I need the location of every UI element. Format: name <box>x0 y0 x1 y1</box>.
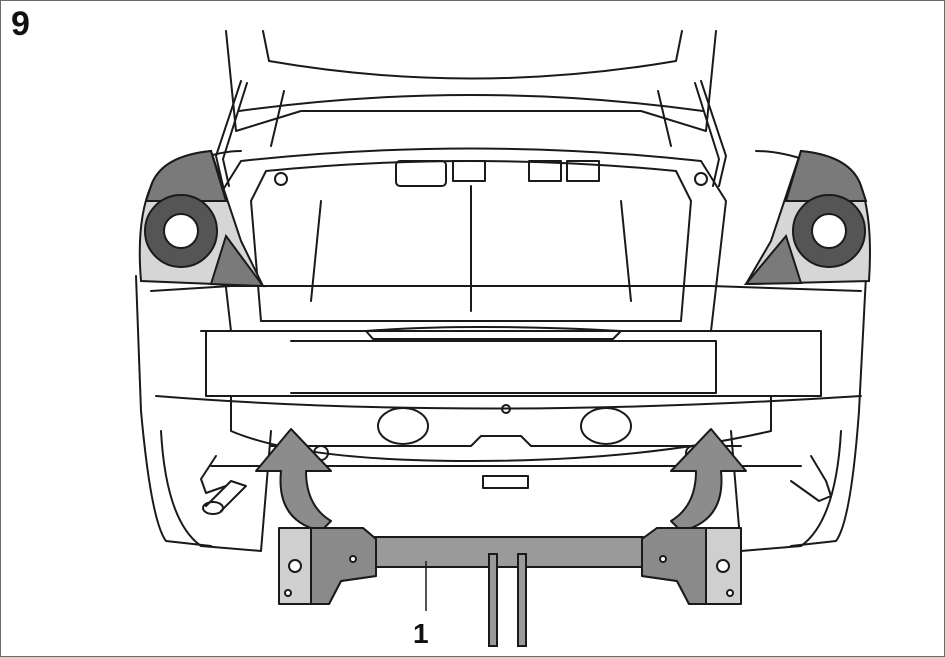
lid-struts <box>215 80 727 187</box>
left-taillight <box>138 149 266 288</box>
wheels <box>160 430 842 552</box>
center-stays <box>488 553 527 647</box>
trunk-opening <box>215 147 727 340</box>
exhaust-pipe <box>202 480 247 515</box>
install-arrows <box>255 428 747 532</box>
step-number: 9 <box>11 5 30 43</box>
mounting-brackets <box>200 455 832 502</box>
right-taillight <box>743 149 871 286</box>
left-install-arrow <box>255 428 332 532</box>
rear-bumper <box>155 330 862 410</box>
right-install-arrow <box>670 428 747 532</box>
callout-label: 1 <box>413 618 429 649</box>
crossmember-tube <box>370 536 644 568</box>
callout-1: 1 <box>413 561 429 649</box>
tow-bar-crossmember <box>278 527 742 605</box>
trunk-lid <box>225 30 717 132</box>
